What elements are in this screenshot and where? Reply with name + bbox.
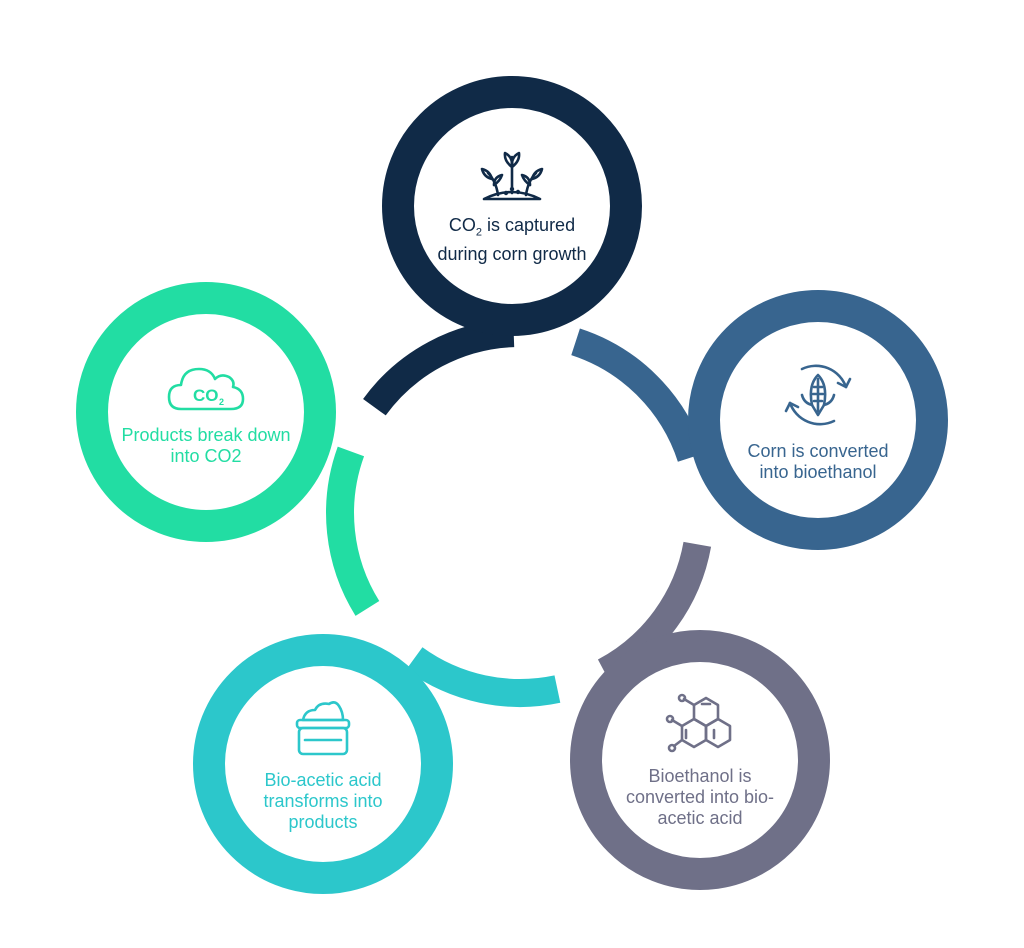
co2-cloud-icon-subscript: 2 [219,397,224,407]
cycle-node-co2-captured: CO2 is captured during corn growth [382,76,642,336]
co2-cloud-icon-text: CO [193,386,219,405]
step-label-co2-captured: CO2 is captured during corn growth [437,215,587,264]
cycle-node-bioethanol-converted: Bioethanol is converted into bio-acetic … [570,630,830,890]
step-label-corn-converted: Corn is converted into bioethanol [747,441,889,482]
molecule-icon [665,693,732,752]
step-label-products-break-down: Products break down into CO2 [121,425,291,466]
cycle-node-corn-converted: Corn is converted into bioethanol [688,290,948,550]
arc-segment-acetic-to-products [405,647,561,707]
arc-segment-captured-to-converted [571,328,705,462]
cream-jar-icon [295,700,351,755]
corn-recycle-icon [784,364,852,426]
cycle-node-bio-acetic-acid: Bio-acetic acid transforms into products [193,634,453,894]
step-label-bioethanol-converted: Bioethanol is converted into bio-acetic … [625,765,775,828]
co2-cloud-icon: CO 2 [167,367,245,411]
arc-segment-breakdown-to-captured [363,319,515,416]
sprouting-plant-icon [480,151,544,201]
cycle-node-products-break-down: CO 2 Products break down into CO2 [76,282,336,542]
step-label-bio-acetic-acid: Bio-acetic acid transforms into products [263,769,383,832]
arc-segment-products-to-breakdown [326,446,380,616]
